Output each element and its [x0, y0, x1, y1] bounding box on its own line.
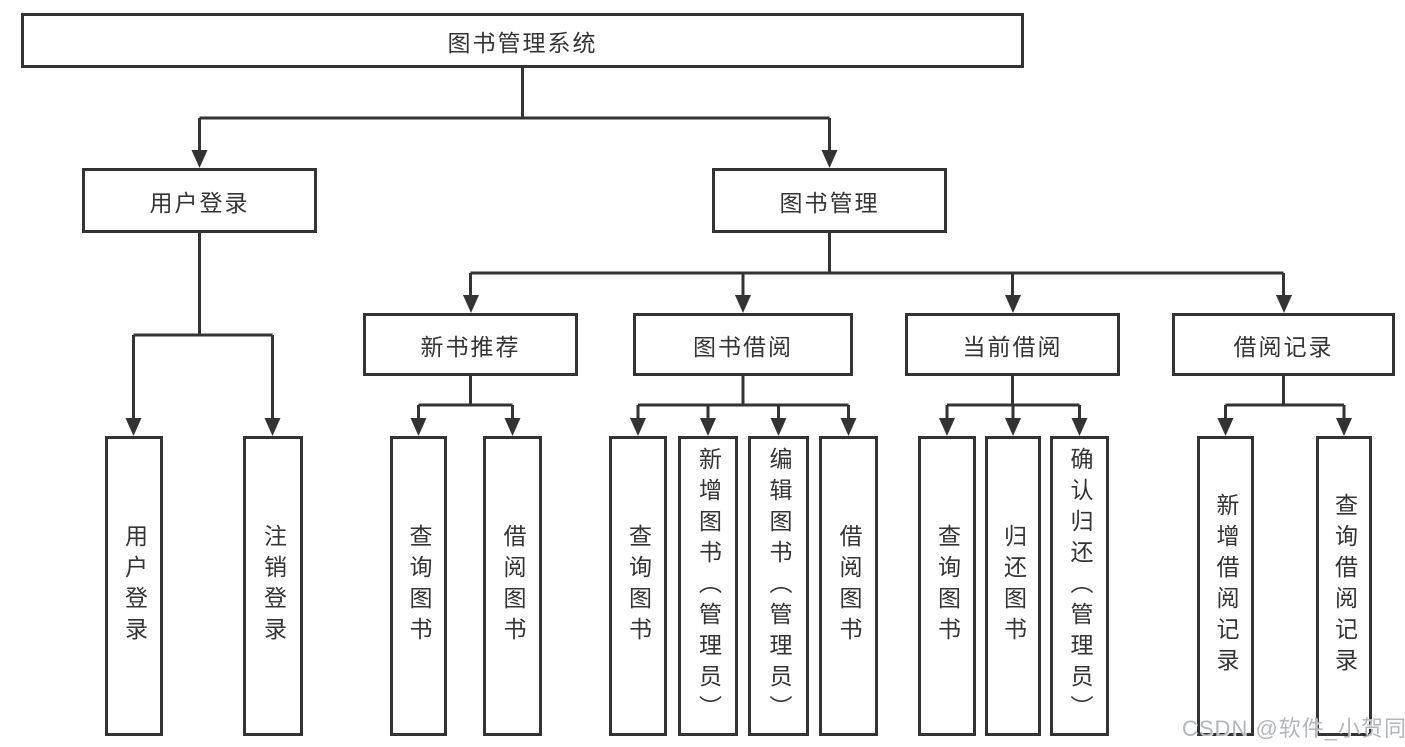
node-label: 新增图书（管理员）: [695, 446, 722, 726]
node-label: 用户登录: [149, 189, 250, 216]
node-label: 注销登录: [260, 524, 287, 648]
arrow-down-icon: [410, 418, 427, 436]
node-book-management-module: 图书管理: [712, 168, 947, 233]
arrow-down-icon: [463, 295, 479, 313]
arrow-down-icon: [125, 418, 142, 436]
node-label: 编辑图书（管理员）: [766, 446, 792, 726]
arrow-down-icon: [1336, 418, 1352, 436]
node-label: 查询图书: [934, 524, 961, 648]
csdn-watermark: CSDN @软件_小贺同学: [1182, 716, 1405, 741]
node-leaf-user-login: 用户登录: [105, 436, 163, 736]
node-borrowing-records: 借阅记录: [1172, 313, 1395, 376]
node-leaf-add-books-admin: 新增图书（管理员）: [678, 436, 738, 736]
node-leaf-return-books: 归还图书: [985, 436, 1041, 736]
arrow-down-icon: [939, 418, 955, 436]
node-label: 图书借阅: [693, 333, 793, 360]
node-leaf-borrow-books: 借阅图书: [483, 436, 542, 736]
node-label: 归还图书: [1000, 524, 1027, 648]
node-label: 确认归还（管理员）: [1067, 446, 1093, 726]
node-leaf-query-books: 查询图书: [609, 436, 667, 736]
node-leaf-query-books: 查询图书: [918, 436, 976, 736]
arrow-down-icon: [630, 418, 646, 436]
node-new-book-recommendation: 新书推荐: [363, 313, 578, 376]
node-leaf-query-borrow-record: 查询借阅记录: [1316, 436, 1372, 736]
node-label: 借阅记录: [1233, 333, 1334, 360]
node-label: 查询图书: [625, 524, 652, 648]
node-label: 用户登录: [121, 524, 148, 648]
node-library-management-system: 图书管理系统: [21, 13, 1024, 68]
arrow-down-icon: [264, 418, 281, 436]
node-label: 新增借阅记录: [1213, 493, 1239, 679]
arrow-down-icon: [1217, 418, 1234, 436]
arrow-down-icon: [1005, 418, 1021, 436]
node-leaf-add-borrow-record: 新增借阅记录: [1197, 436, 1254, 736]
node-label: 图书管理系统: [447, 29, 598, 56]
arrow-down-icon: [1071, 418, 1088, 436]
node-current-borrowing: 当前借阅: [905, 313, 1120, 376]
node-leaf-borrow-books: 借阅图书: [819, 436, 878, 736]
arrow-down-icon: [770, 418, 787, 436]
node-label: 查询借阅记录: [1331, 493, 1358, 679]
arrow-down-icon: [1276, 295, 1292, 313]
node-user-login-module: 用户登录: [82, 168, 317, 233]
arrow-down-icon: [700, 418, 716, 436]
node-label: 图书管理: [779, 189, 880, 216]
arrow-down-icon: [191, 150, 208, 168]
arrow-down-icon: [504, 418, 521, 436]
connector-arrowheads: [125, 150, 1352, 436]
node-label: 新书推荐: [420, 333, 521, 360]
connector-lines: [132, 68, 1346, 420]
node-label: 借阅图书: [500, 524, 526, 648]
arrow-down-icon: [821, 150, 838, 168]
node-label: 借阅图书: [836, 524, 862, 648]
node-leaf-query-books: 查询图书: [390, 436, 447, 736]
node-label: 查询图书: [406, 524, 432, 648]
node-leaf-edit-books-admin: 编辑图书（管理员）: [748, 436, 809, 736]
arrow-down-icon: [840, 418, 857, 436]
node-book-borrowing: 图书借阅: [633, 313, 853, 376]
node-leaf-confirm-return-admin: 确认归还（管理员）: [1050, 436, 1109, 736]
arrow-down-icon: [1005, 295, 1021, 313]
arrow-down-icon: [735, 295, 751, 313]
node-label: 当前借阅: [962, 333, 1063, 360]
node-leaf-logout: 注销登录: [243, 436, 303, 736]
